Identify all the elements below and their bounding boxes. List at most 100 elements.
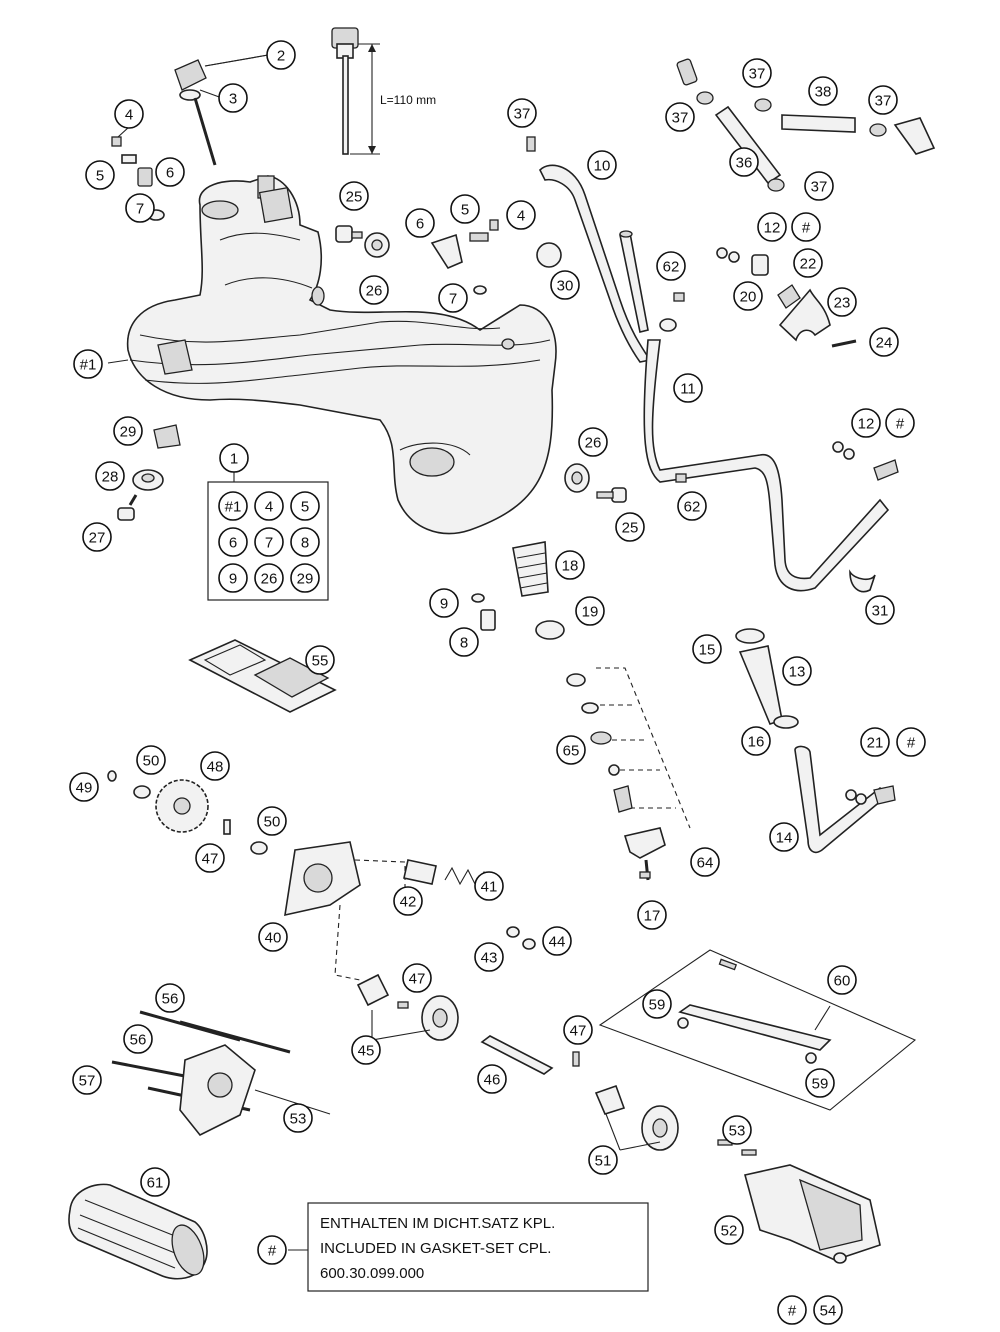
callout-text: 24 (876, 335, 893, 352)
leader-lines (107, 54, 831, 1151)
gasket-set-note: ENTHALTEN IM DICHT.SATZ KPL. INCLUDED IN… (288, 1202, 649, 1292)
callout-text: 7 (136, 201, 144, 218)
callout-text: 49 (76, 780, 93, 797)
callout-text: 37 (514, 106, 531, 123)
callout-c62b: 62 (677, 491, 707, 521)
callout-text: 53 (290, 1111, 307, 1128)
callout-text: 16 (748, 734, 765, 751)
callout-c47a: 47 (195, 843, 225, 873)
callout-text: 7 (265, 535, 273, 552)
callout-text: 37 (811, 179, 828, 196)
callout-text: 14 (776, 830, 793, 847)
callout-text: 56 (130, 1032, 147, 1049)
callout-text: 9 (229, 571, 237, 588)
callout-h2: # (885, 408, 915, 438)
callout-c26a: 26 (359, 275, 389, 305)
callout-c54: 54 (813, 1295, 843, 1325)
callout-c10: 10 (587, 150, 617, 180)
callout-text: 2 (277, 48, 285, 65)
lower-right-hose (735, 628, 896, 854)
callout-c40: 40 (258, 922, 288, 952)
callout-c3: 3 (218, 83, 248, 113)
callout-text: 4 (125, 107, 133, 124)
callout-h4: # (257, 1235, 287, 1265)
callout-k8: 26 (254, 563, 284, 593)
callout-c59b: 59 (805, 1068, 835, 1098)
oil-tank-frame (126, 175, 557, 535)
callout-text: 54 (820, 1303, 837, 1320)
callout-text: 65 (563, 743, 580, 760)
callout-text: 18 (562, 558, 579, 575)
oil-pump-housing (284, 841, 536, 981)
callout-c53a: 53 (283, 1103, 313, 1133)
callout-text: 42 (400, 894, 417, 911)
callout-c22: 22 (793, 248, 823, 278)
left-grommets (117, 424, 181, 521)
callout-text: 51 (595, 1153, 612, 1170)
callout-c56a: 56 (155, 983, 185, 1013)
callout-c19: 19 (575, 596, 605, 626)
callout-h1: # (791, 212, 821, 242)
callout-c4a: 4 (114, 99, 144, 129)
callout-text: 4 (265, 499, 273, 516)
callout-text: 11 (680, 381, 696, 398)
callout-text: 4 (517, 208, 525, 225)
callout-text: 64 (697, 855, 714, 872)
tank-grommets (335, 225, 390, 258)
callout-c51: 51 (588, 1145, 618, 1175)
callout-text: 12 (858, 416, 875, 433)
callout-c27: 27 (82, 522, 112, 552)
callout-text: 44 (549, 934, 566, 951)
callout-text: 48 (207, 759, 224, 776)
callout-text: #1 (225, 499, 242, 516)
callout-text: 3 (229, 91, 237, 108)
callout-c61: 61 (140, 1167, 170, 1197)
callout-c25a: 25 (339, 181, 369, 211)
callout-c2: 2 (266, 40, 296, 70)
callout-text: 37 (672, 110, 689, 127)
callout-text: 38 (815, 84, 832, 101)
callout-c13: 13 (782, 656, 812, 686)
callout-text: 29 (120, 424, 137, 441)
callout-c60: 60 (827, 965, 857, 995)
callout-text: # (268, 1243, 277, 1260)
callout-c18: 18 (555, 550, 585, 580)
callout-c49: 49 (69, 772, 99, 802)
callout-text: 50 (264, 814, 281, 831)
callout-c56b: 56 (123, 1024, 153, 1054)
cover-bolts (111, 1010, 331, 1137)
callout-c15: 15 (692, 634, 722, 664)
callout-c52: 52 (714, 1215, 744, 1245)
callout-text: 56 (162, 991, 179, 1008)
callout-text: 47 (570, 1023, 587, 1040)
dipstick-length: L=110 mm (380, 93, 436, 107)
tube-box-60 (598, 949, 917, 1111)
callout-k1: #1 (218, 491, 248, 521)
callout-text: 22 (800, 256, 817, 273)
callout-c38: 38 (808, 76, 838, 106)
callout-text: 59 (812, 1076, 829, 1093)
callout-c14: 14 (769, 822, 799, 852)
callout-c12b: 12 (851, 408, 881, 438)
callout-k9: 29 (290, 563, 320, 593)
callout-k4: 6 (218, 527, 248, 557)
callout-text: 5 (96, 168, 104, 185)
callout-c65: 65 (556, 735, 586, 765)
callout-c41: 41 (474, 871, 504, 901)
callout-c47c: 47 (563, 1015, 593, 1045)
callout-text: 36 (736, 155, 753, 172)
callout-text: 37 (875, 93, 892, 110)
callout-c44: 44 (542, 926, 572, 956)
callout-c48: 48 (200, 751, 230, 781)
callout-text: 50 (143, 753, 160, 770)
callout-c64: 64 (690, 847, 720, 877)
callout-text: 60 (834, 973, 851, 990)
callout-text: 40 (265, 930, 282, 947)
callout-text: 47 (202, 851, 219, 868)
callout-c55: 55 (305, 645, 335, 675)
callout-c62a: 62 (656, 251, 686, 281)
callout-k2: 4 (254, 491, 284, 521)
callout-text: 10 (594, 158, 611, 175)
callout-c11: 11 (673, 373, 703, 403)
